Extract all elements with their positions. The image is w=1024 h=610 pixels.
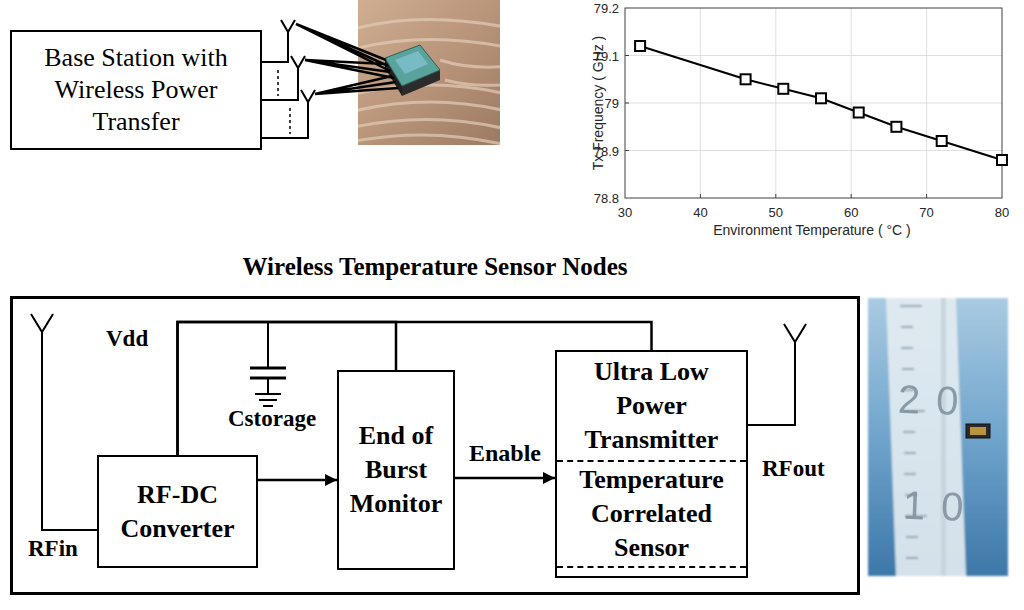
data-marker [816,93,826,103]
tick-mark [625,56,927,199]
sensor-node-frame: Wireless Temperature Sensor NodesRF-DC C… [10,296,860,595]
data-marker [741,74,751,84]
axis-title: Environment Temperature ( °C ) [713,222,911,238]
section-heading: Wireless Temperature Sensor Nodes [13,253,857,281]
data-line [640,46,1002,160]
supply-wire [178,322,397,455]
capacitor-symbol [250,368,286,378]
box-label: Base Station with Wireless Power Transfe… [12,42,260,138]
chip-die [385,45,440,86]
component-name: Cstorage [228,406,316,432]
data-marker [635,41,645,51]
power-beam [296,24,398,94]
monitor-block: End of Burst Monitor [337,370,455,570]
ground-symbol [255,394,281,406]
scale-number: 10 [902,483,980,531]
data-markers [635,41,1007,165]
tick-label: 70 [919,205,933,220]
data-marker [997,155,1007,165]
axis-title: Tx Frequency ( GHz ) [590,36,606,171]
scale-ticks [900,306,927,558]
sensor-chip [966,424,990,438]
rf-output-wire [748,342,795,425]
dashed-continuation [278,70,290,134]
tick-label: 80 [995,205,1009,220]
chip-pads [970,427,986,435]
box-label: Temperature Correlated Sensor [557,460,746,568]
thermometer-tube [886,298,966,576]
transmitter-block: Ultra Low Power TransmitterTemperature C… [555,350,748,578]
data-marker [854,108,864,118]
box-label: Ultra Low Power Transmitter [557,352,746,460]
chart-grid [625,8,1002,198]
base-station-box: Base Station with Wireless Power Transfe… [10,30,262,150]
signal-name: RFin [28,536,78,562]
chip-circuit [395,51,428,74]
box-label: RF-DC Converter [99,478,256,546]
tick-label: 30 [618,205,632,220]
thermometer-column [941,298,946,576]
finger-photo [358,0,500,145]
chart-frame [625,8,1002,198]
tick-label: 78.9 [594,143,619,158]
rf-input-wire [42,332,97,530]
data-marker [778,84,788,94]
box-label: End of Burst Monitor [339,419,453,521]
signal-name: RFout [762,456,825,482]
capacitor-lead [267,322,269,394]
connector-label: Enable [469,440,541,467]
data-marker [891,122,901,132]
scale-number: 20 [897,377,975,425]
data-marker [937,136,947,146]
tick-label: 50 [769,205,783,220]
tick-label: 60 [844,205,858,220]
tick-label: 79.2 [594,1,619,16]
antenna-symbol [784,324,806,342]
supply-wire [178,322,652,455]
tick-label: 40 [693,205,707,220]
tick-label: 79.1 [594,48,619,63]
thermometer-photo [868,298,1008,576]
fingerprint-ridges [358,19,500,145]
signal-arrow [258,479,337,482]
signal-name: Vdd [106,326,148,352]
feed-wire [262,30,308,138]
photo-background [868,298,1008,576]
tick-label: 78.8 [594,191,619,206]
antenna-symbol [31,314,53,332]
converter-block: RF-DC Converter [97,455,258,568]
tick-label: 79 [605,96,619,111]
signal-arrow [455,477,555,480]
